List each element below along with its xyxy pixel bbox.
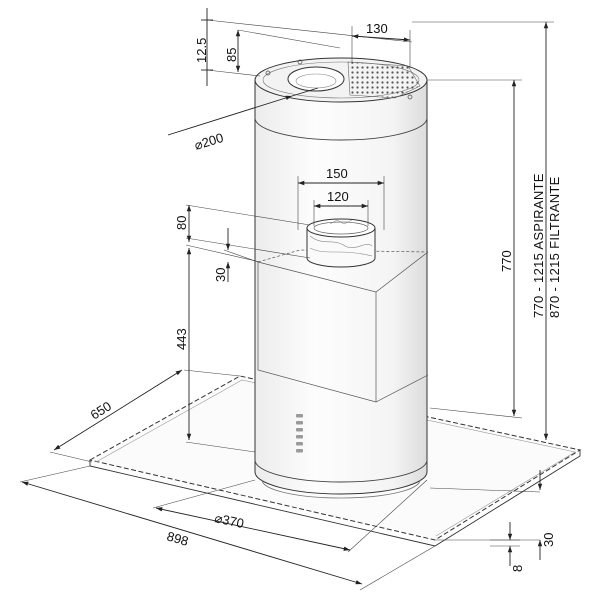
dimension-80-label: 80 [174,216,189,230]
dimension-150-120: 150 120 [297,166,385,230]
dimension-30-bottom-label: 30 [541,533,556,547]
dimension-80-30: 80 30 [174,204,311,282]
control-buttons [296,414,303,453]
dimension-12-5-label: 12.5 [194,38,209,63]
hood-cylinder [254,57,428,499]
dimension-120-label: 120 [327,189,349,204]
motor-housing [257,249,429,403]
dimension-443: 443 [174,244,261,453]
dimension-diameter-370-label: ⌀370 [213,510,245,531]
dimension-filtrante-label: 870 - 1215 FILTRANTE [547,176,562,318]
dimension-8-label: 8 [510,565,525,572]
dimension-770: 770 [427,79,523,419]
dimension-650-label: 650 [88,398,114,422]
dimension-898-label: 898 [165,528,190,548]
dimension-443-label: 443 [174,328,189,350]
dimension-85-label: 85 [224,48,239,62]
dimension-height-range: 770 - 1215 ASPIRANTE 870 - 1215 FILTRANT… [412,21,562,440]
dimension-130-label: 130 [366,21,388,36]
dimension-30-top-label: 30 [213,268,228,282]
dimension-898: 898 [19,465,436,591]
dimension-aspirante-label: 770 - 1215 ASPIRANTE [531,173,546,318]
dimension-30-8: 30 8 [429,470,556,572]
dimension-150-label: 150 [326,166,348,181]
outlet-spigot [306,218,376,268]
dimension-770-label: 770 [499,250,514,272]
dimension-top-heights: 12.5 85 [194,8,413,86]
dimension-diameter-200-label: ⌀200 [192,130,225,153]
dimension-130: 130 [351,21,411,68]
